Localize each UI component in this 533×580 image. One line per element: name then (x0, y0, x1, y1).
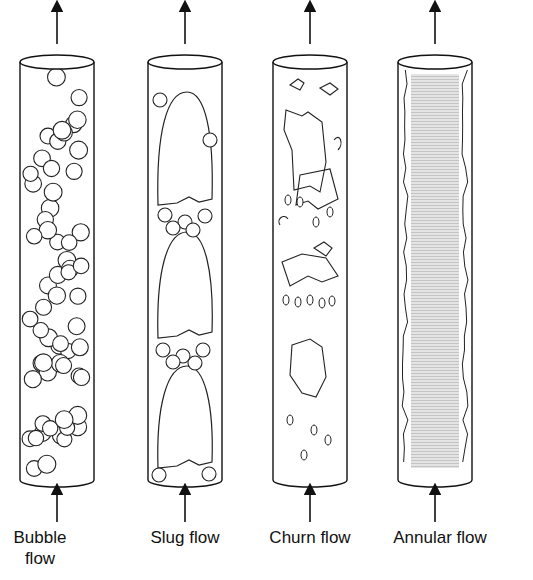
tube (20, 6, 94, 522)
tube (148, 6, 222, 522)
regime-label: Churn flow (269, 527, 350, 548)
regime-label: Annular flow (393, 527, 487, 548)
flow-pattern (402, 70, 468, 468)
flow-arrow (309, 6, 311, 44)
flow-arrow (184, 489, 186, 522)
flow-arrow (434, 489, 436, 522)
flow-pattern (279, 79, 341, 460)
flow-arrow (434, 6, 436, 44)
flow-arrow (184, 6, 186, 44)
regime-label: Bubble flow (5, 527, 75, 569)
flow-arrow (56, 489, 58, 522)
tube (273, 6, 347, 522)
regime-label: Slug flow (151, 527, 220, 548)
flow-pattern (22, 68, 90, 476)
flow-arrow (309, 489, 311, 522)
flow-pattern (152, 92, 217, 482)
flow-arrow (56, 6, 58, 44)
tube (398, 6, 472, 522)
